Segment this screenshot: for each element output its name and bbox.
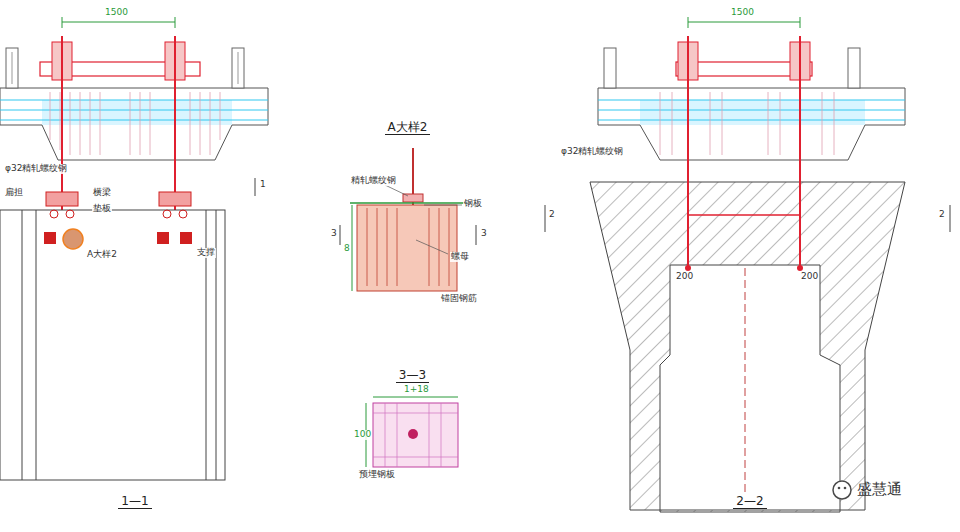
annotation: 预埋钢板 xyxy=(358,470,396,480)
annotation: 锚固钢筋 xyxy=(440,294,478,304)
section-3-3-figure xyxy=(366,397,458,467)
annotation: A大样2 xyxy=(86,250,118,260)
section-2-2-figure xyxy=(545,17,950,512)
annotation: φ32精轧螺纹钢 xyxy=(4,164,68,174)
annotation: 3 xyxy=(330,229,338,239)
section-view: 1—1 xyxy=(0,30,270,515)
annotation: 钢板 xyxy=(463,199,483,209)
annotation: 垫板 xyxy=(92,204,112,214)
annotation: 3 xyxy=(480,229,488,239)
annotation: 200 xyxy=(675,272,694,282)
annotation: 2 xyxy=(548,210,556,220)
annotation: 螺母 xyxy=(450,252,470,262)
annotation: 精轧螺纹钢 xyxy=(350,176,397,186)
annotation: 100 xyxy=(353,430,372,440)
annotation: 1500 xyxy=(104,8,129,18)
view-title: 2—2 xyxy=(733,494,766,509)
watermark: 盛慧通 xyxy=(856,481,903,498)
annotation: 8 xyxy=(343,244,351,254)
detail-a-figure xyxy=(340,148,476,291)
section-1-1-figure xyxy=(0,17,268,480)
annotation: 扁担 xyxy=(4,188,24,198)
annotation: φ32精轧螺纹钢 xyxy=(560,147,624,157)
annotation: 支撑 xyxy=(196,248,216,258)
section-view: 2—2 xyxy=(585,30,915,515)
annotation: 1+18 xyxy=(403,385,430,395)
view-title: 1—1 xyxy=(118,494,151,509)
view-title: A大样2 xyxy=(385,120,431,135)
annotation: 1500 xyxy=(730,8,755,18)
watermark-icon xyxy=(833,481,851,499)
detail-view: A大样2 xyxy=(345,120,470,300)
annotation: 200 xyxy=(800,272,819,282)
annotation: 2 xyxy=(938,210,946,220)
view-title: 3—3 xyxy=(396,368,429,383)
annotation: 横梁 xyxy=(92,188,112,198)
annotation: 1 xyxy=(259,180,267,190)
